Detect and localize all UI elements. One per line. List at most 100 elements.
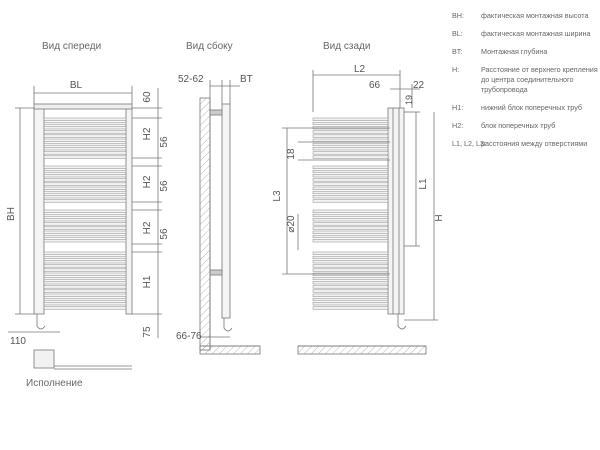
side-radiator bbox=[221, 103, 231, 319]
tube bbox=[43, 264, 127, 268]
tube bbox=[43, 190, 127, 195]
dim-66-76: 66-76 bbox=[176, 331, 202, 342]
tube bbox=[312, 178, 389, 182]
dim-h2-3: H2 bbox=[142, 221, 153, 234]
tube bbox=[312, 251, 389, 255]
tube bbox=[312, 121, 389, 126]
variant-symbol bbox=[33, 349, 132, 370]
tube bbox=[312, 268, 389, 272]
tube bbox=[312, 151, 389, 155]
legend-text: расстояния между отверстиями bbox=[481, 139, 588, 148]
tube bbox=[312, 199, 389, 203]
tube bbox=[312, 239, 389, 243]
tube bbox=[43, 178, 127, 182]
back-view bbox=[282, 70, 438, 355]
tube bbox=[43, 182, 127, 186]
tube bbox=[312, 138, 389, 142]
dim-66: 66 bbox=[369, 80, 381, 91]
tube bbox=[312, 264, 389, 268]
tube bbox=[312, 260, 389, 264]
tube bbox=[312, 302, 389, 306]
front-left-collector bbox=[33, 107, 45, 315]
legend-text: Расстояние от верхнего крепления до цент… bbox=[481, 65, 598, 94]
legend-key: BH: bbox=[452, 11, 464, 20]
tube bbox=[43, 297, 127, 302]
tube bbox=[312, 130, 389, 134]
tube bbox=[312, 218, 389, 222]
side-floor bbox=[199, 345, 261, 355]
tube bbox=[312, 234, 389, 239]
legend-text: фактическая монтажная ширина bbox=[481, 29, 591, 38]
tube bbox=[43, 293, 127, 297]
tube bbox=[312, 213, 389, 218]
tube bbox=[312, 174, 389, 178]
tube bbox=[312, 222, 389, 226]
tube bbox=[312, 155, 389, 159]
front-right-collector bbox=[125, 107, 133, 315]
tube bbox=[43, 151, 127, 155]
dim-h2-1: H2 bbox=[142, 127, 153, 140]
legend-text: нижний блок поперечных труб bbox=[481, 103, 582, 112]
tube bbox=[43, 199, 127, 203]
tube bbox=[43, 281, 127, 285]
tube bbox=[312, 289, 389, 293]
tube bbox=[312, 142, 389, 147]
dim-h: H bbox=[434, 214, 445, 221]
tube bbox=[43, 251, 127, 255]
tube bbox=[43, 302, 127, 306]
dim-22: 22 bbox=[413, 80, 425, 91]
dim-56-2: 56 bbox=[159, 180, 170, 192]
tube bbox=[43, 130, 127, 134]
dim-bt: BT bbox=[240, 74, 253, 85]
tube bbox=[43, 195, 127, 199]
legend-key: BL: bbox=[452, 29, 463, 38]
dim-110: 110 bbox=[10, 336, 26, 347]
legend-text: блок поперечных труб bbox=[481, 121, 556, 130]
legend-row: H2: блок поперечных труб bbox=[452, 121, 598, 131]
tube bbox=[43, 226, 127, 230]
tube bbox=[43, 213, 127, 218]
dim-75: 75 bbox=[142, 326, 153, 338]
dim-bl: BL bbox=[70, 80, 83, 91]
tube bbox=[312, 209, 389, 213]
front-view-title: Вид спереди bbox=[42, 41, 102, 52]
legend-row: BT: Монтажная глубина bbox=[452, 47, 598, 57]
legend-row: L1, L2, L3:расстояния между отверстиями bbox=[452, 139, 598, 149]
dim-18: 18 bbox=[286, 148, 297, 160]
back-collector bbox=[387, 107, 405, 315]
tube bbox=[43, 138, 127, 142]
tube bbox=[312, 169, 389, 174]
tube bbox=[43, 276, 127, 281]
side-view-title: Вид сбоку bbox=[186, 41, 233, 52]
tube bbox=[43, 155, 127, 159]
tube bbox=[43, 209, 127, 213]
front-tube-blocks bbox=[43, 117, 127, 310]
dim-60: 60 bbox=[142, 91, 153, 103]
tube bbox=[312, 147, 389, 151]
tube bbox=[312, 230, 389, 234]
tube bbox=[43, 260, 127, 264]
tube bbox=[312, 190, 389, 195]
legend-row: BL: фактическая монтажная ширина bbox=[452, 29, 598, 39]
legend-key: L1, L2, L3: bbox=[452, 139, 486, 148]
legend-text: Монтажная глубина bbox=[481, 47, 548, 56]
dim-19: 19 bbox=[404, 95, 414, 105]
tube bbox=[312, 297, 389, 302]
legend-key: BT: bbox=[452, 47, 463, 56]
side-wall bbox=[199, 97, 211, 351]
tube bbox=[312, 255, 389, 260]
tube bbox=[43, 234, 127, 239]
legend-key: H2: bbox=[452, 121, 464, 130]
tube bbox=[312, 195, 389, 199]
back-tube-blocks bbox=[312, 117, 389, 310]
tube bbox=[43, 126, 127, 130]
tube bbox=[43, 306, 127, 310]
tube bbox=[312, 165, 389, 169]
tube bbox=[43, 268, 127, 272]
back-floor bbox=[297, 345, 427, 355]
tube bbox=[312, 293, 389, 297]
tube bbox=[312, 182, 389, 186]
tube bbox=[43, 239, 127, 243]
legend-row: H:Расстояние от верхнего крепления до це… bbox=[452, 65, 598, 95]
